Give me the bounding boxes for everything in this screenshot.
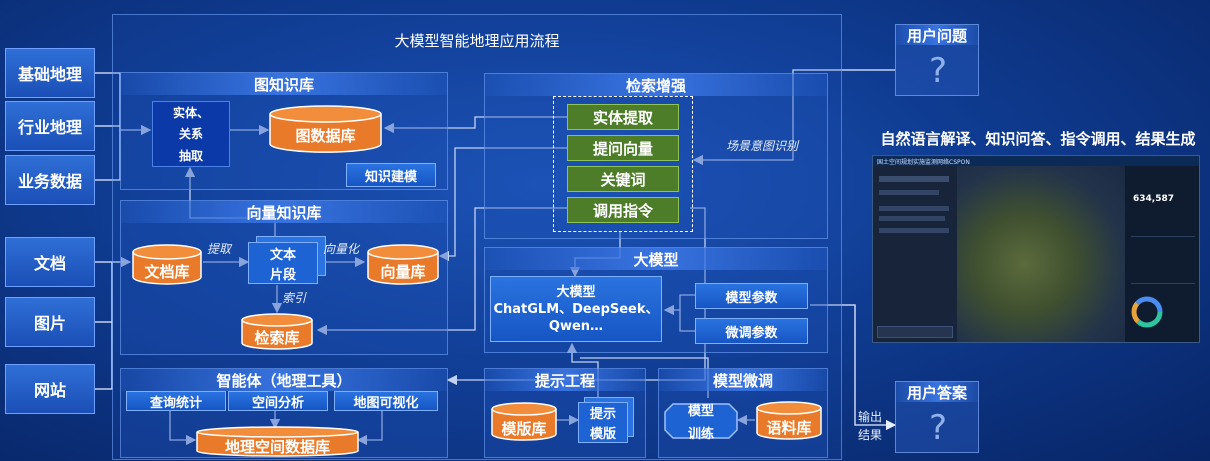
doc-db-cylinder xyxy=(132,244,202,285)
stat-value: 634,587 xyxy=(1133,194,1174,204)
source-document: 文档 xyxy=(5,237,95,287)
output-label-line: 结果 xyxy=(858,428,883,442)
map-visualization-tool: 地图可视化 xyxy=(334,391,438,411)
user-question-box: 用户问题 ? xyxy=(895,24,979,96)
corpus-db-label: 语料库 xyxy=(766,418,812,437)
entity-extraction-box: 实体、 关系 抽取 xyxy=(152,101,230,167)
graph-kb-title: 图知识库 xyxy=(121,73,447,95)
corpus-db-cylinder xyxy=(756,401,822,440)
index-label: 索引 xyxy=(282,291,307,305)
prompt-line: 提示 xyxy=(589,407,616,423)
text-fragment-box: 文本 片段 xyxy=(248,236,326,284)
finetune-params-box: 微调参数 xyxy=(695,318,808,344)
source-image: 图片 xyxy=(5,297,95,347)
question-vector-item: 提问向量 xyxy=(567,135,679,161)
source-website: 网站 xyxy=(5,364,95,414)
extract-label: 提取 xyxy=(207,242,232,256)
vectorize-label: 向量化 xyxy=(323,242,360,256)
nl-caption: 自然语言解译、知识问答、指令调用、结果生成 xyxy=(880,130,1196,148)
question-mark-icon: ? xyxy=(928,51,948,91)
app-screenshot-preview: 国土空间规划实施监测网络CSPON 634,587 xyxy=(872,155,1200,343)
doc-db-label: 文档库 xyxy=(144,262,190,281)
graph-db-label: 图数据库 xyxy=(295,126,356,145)
fragment-line: 文本 xyxy=(269,247,296,263)
user-question-title: 用户问题 xyxy=(896,25,978,45)
donut-chart-icon xyxy=(1131,296,1163,328)
stats-panel: 634,587 xyxy=(1125,166,1199,342)
spatial-analysis-tool: 空间分析 xyxy=(228,391,328,411)
train-line: 训练 xyxy=(687,427,714,442)
agent-title: 智能体（地理工具） xyxy=(121,369,447,391)
model-train-box: 模型 训练 xyxy=(663,398,739,444)
model-params-box: 模型参数 xyxy=(695,283,808,309)
user-answer-box: 用户答案 ? xyxy=(895,381,979,453)
graph-db-cylinder xyxy=(269,105,382,153)
finetune-title: 模型微调 xyxy=(659,369,827,391)
chat-sidebar xyxy=(873,166,957,342)
vector-db-label: 向量库 xyxy=(380,262,426,281)
page-title: 大模型智能地理应用流程 xyxy=(394,32,560,50)
template-db-label: 模版库 xyxy=(501,419,547,438)
output-label-line: 输出 xyxy=(858,410,883,424)
knowledge-model-box: 知识建模 xyxy=(346,163,436,187)
retrieval-title: 检索增强 xyxy=(485,74,827,96)
keyword-item: 关键词 xyxy=(567,166,679,192)
llm-model-box: 大模型 ChatGLM、DeepSeek、 Qwen… xyxy=(490,276,662,342)
source-business-data: 业务数据 xyxy=(5,155,95,205)
vector-db-cylinder xyxy=(367,244,439,285)
train-line: 模型 xyxy=(687,404,714,419)
entity-extraction-line: 实体、 xyxy=(172,106,209,121)
screen-title: 国土空间规划实施监测网络CSPON xyxy=(877,159,970,166)
satellite-map xyxy=(957,166,1125,342)
intent-recognition-label: 场景意图识别 xyxy=(726,139,799,153)
prompt-template-box: 提示 模版 xyxy=(578,397,634,443)
entity-extraction-line: 关系 xyxy=(178,127,203,142)
geo-db-cylinder xyxy=(196,426,359,457)
geo-db-label: 地理空间数据库 xyxy=(224,437,330,456)
llm-model-line: ChatGLM、DeepSeek、 xyxy=(493,301,659,317)
answer-question-mark-icon: ? xyxy=(928,408,948,448)
source-basic-geo: 基础地理 xyxy=(5,48,95,98)
output-result-label: 输出 结果 xyxy=(858,408,882,444)
search-db-label: 检索库 xyxy=(254,328,300,347)
vector-kb-title: 向量知识库 xyxy=(121,201,447,223)
prompt-title: 提示工程 xyxy=(485,369,645,391)
llm-model-line: Qwen… xyxy=(548,318,604,334)
template-db-cylinder xyxy=(491,402,557,441)
llm-title: 大模型 xyxy=(485,248,827,270)
prompt-line: 模版 xyxy=(589,426,616,442)
train-gear-shape xyxy=(664,403,738,439)
call-instruction-item: 调用指令 xyxy=(567,197,679,223)
source-industry-geo: 行业地理 xyxy=(5,101,95,151)
retrieval-dashed-group xyxy=(553,96,693,232)
fragment-line: 片段 xyxy=(269,267,296,283)
user-answer-title: 用户答案 xyxy=(896,382,978,402)
prompt-panel: 提示工程 xyxy=(484,368,646,458)
llm-model-line: 大模型 xyxy=(556,284,596,300)
query-stat-tool: 查询统计 xyxy=(126,391,226,411)
entity-extraction-line: 抽取 xyxy=(178,148,203,163)
search-db-cylinder xyxy=(241,313,313,350)
entity-extract-item: 实体提取 xyxy=(567,104,679,130)
